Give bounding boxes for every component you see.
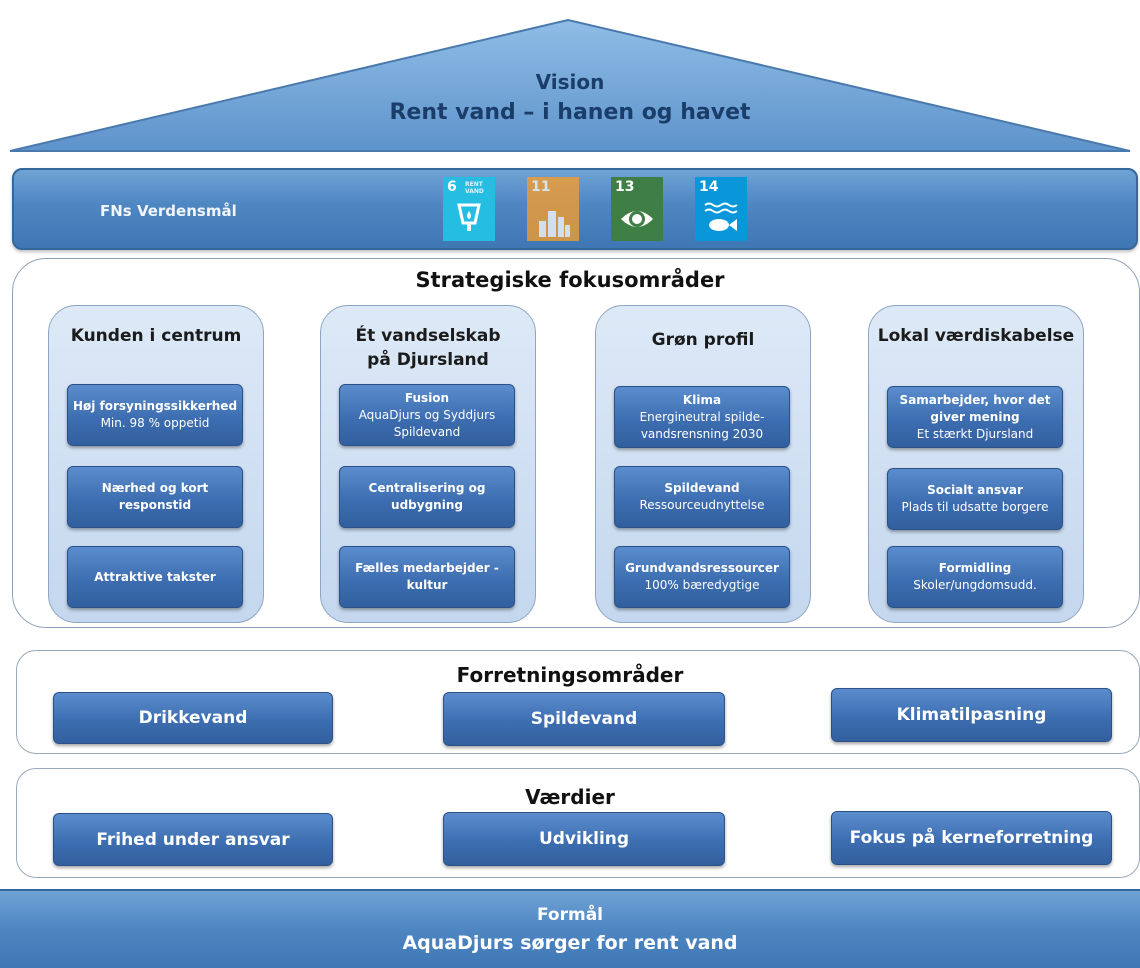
sdg-goal-number: 6	[447, 179, 457, 195]
focus-item-heading: Fælles medarbejder - kultur	[355, 561, 499, 592]
value-frihed-under-ansvar: Frihed under ansvar	[53, 813, 333, 866]
vision-roof	[9, 18, 1131, 152]
focus-item-heading: Socialt ansvar	[927, 483, 1023, 497]
focus-item-box: Samarbejder, hvor det giver mening Et st…	[887, 386, 1063, 448]
vision-title: Vision	[535, 70, 605, 94]
focus-area-card-groen-profil: Grøn profil Klima Energineutral spilde-v…	[595, 305, 811, 623]
focus-item-heading: Klima	[682, 392, 722, 407]
focus-item-heading: Attraktive takster	[94, 569, 216, 584]
purpose-title: Formål	[537, 905, 603, 925]
focus-item-box: Spildevand Ressourceudnyttelse	[614, 466, 790, 528]
purpose-text: AquaDjurs sørger for rent vand	[402, 932, 738, 954]
focus-item-box: Attraktive takster	[67, 546, 243, 608]
sdg-label: FNs Verdensmål	[100, 202, 237, 220]
focus-item-box: Klima Energineutral spilde-vandsrensning…	[614, 386, 790, 448]
focus-item-text: Et stærkt Djursland	[916, 426, 1034, 441]
sdg-goal-6-tile: 6 RENT VAND	[443, 177, 495, 241]
focus-area-card-kunden: Kunden i centrum Høj forsyningssikkerhed…	[48, 305, 264, 623]
focus-item-text: Skoler/ungdomsudd.	[913, 578, 1037, 592]
focus-item-heading: Grundvandsressourcer	[625, 561, 779, 575]
city-buildings-icon	[539, 211, 570, 237]
focus-item-box: Fælles medarbejder - kultur	[339, 546, 515, 608]
focus-item-heading: Formidling	[938, 561, 1012, 575]
business-areas-title: Forretningsområder	[456, 663, 684, 687]
business-area-drikkevand: Drikkevand	[53, 692, 333, 744]
fish-waves-icon	[704, 202, 738, 231]
focus-item-box: Centralisering og udbygning	[339, 466, 515, 528]
focus-item-heading: Nærhed og kort responstid	[101, 481, 209, 512]
focus-item-heading: Samarbejder, hvor det giver mening	[899, 392, 1051, 424]
focus-area-card-vandselskab: Ét vandselskab på Djursland Fusion AquaD…	[320, 305, 536, 623]
focus-item-text: Plads til udsatte borgere	[901, 500, 1049, 514]
focus-item-box: Formidling Skoler/ungdomsudd.	[887, 546, 1063, 608]
purpose-band	[0, 889, 1140, 968]
focus-item-heading: Høj forsyningssikkerhed	[72, 399, 238, 413]
focus-item-heading: Spildevand	[664, 481, 740, 495]
focus-item-box: Høj forsyningssikkerhed Min. 98 % oppeti…	[67, 384, 243, 446]
value-fokus-paa-kerneforretning: Fokus på kerneforretning	[831, 811, 1112, 865]
sdg-goal-number: 13	[615, 179, 635, 195]
globe-eye-icon	[621, 211, 653, 227]
focus-item-box: Nærhed og kort responstid	[67, 466, 243, 528]
focus-area-title: Kunden i centrum	[70, 326, 242, 346]
business-area-klimatilpasning: Klimatilpasning	[831, 688, 1112, 742]
focus-item-box: Fusion AquaDjurs og Syddjurs Spildevand	[339, 384, 515, 446]
sdg-goal-14-tile: 14	[695, 177, 747, 241]
values-title: Værdier	[525, 785, 615, 809]
focus-area-card-lokal: Lokal værdiskabelse Samarbejder, hvor de…	[868, 305, 1084, 623]
sdg-goal-number: 14	[699, 179, 719, 195]
focus-item-box: Socialt ansvar Plads til udsatte borgere	[887, 468, 1063, 530]
focus-area-title: Lokal værdiskabelse	[877, 326, 1075, 346]
focus-item-text: Energineutral spilde-vandsrensning 2030	[639, 409, 765, 441]
strategic-title: Strategiske fokusområder	[415, 268, 725, 292]
water-tap-icon	[457, 203, 481, 231]
focus-item-box: Grundvandsressourcer 100% bæredygtige	[614, 546, 790, 608]
sdg-goal-number: 11	[531, 179, 551, 195]
focus-item-text: AquaDjurs og Syddjurs Spildevand	[358, 407, 496, 439]
vision-subtitle: Rent vand – i hanen og havet	[389, 100, 751, 125]
focus-area-title: Ét vandselskab på Djursland	[355, 326, 501, 370]
sdg-goal-caption-text: RENT VAND	[465, 181, 484, 195]
focus-item-text: Ressourceudnyttelse	[639, 498, 765, 512]
sdg-goal-11-tile: 11	[527, 177, 579, 241]
business-area-spildevand: Spildevand	[443, 692, 725, 746]
focus-item-heading: Fusion	[404, 390, 450, 405]
sdg-goal-13-tile: 13	[611, 177, 663, 241]
focus-item-text: 100% bæredygtige	[644, 578, 760, 592]
value-udvikling: Udvikling	[443, 812, 725, 866]
focus-area-title: Grøn profil	[651, 330, 755, 350]
focus-item-text: Min. 98 % oppetid	[100, 416, 210, 430]
focus-item-heading: Centralisering og udbygning	[368, 481, 486, 512]
